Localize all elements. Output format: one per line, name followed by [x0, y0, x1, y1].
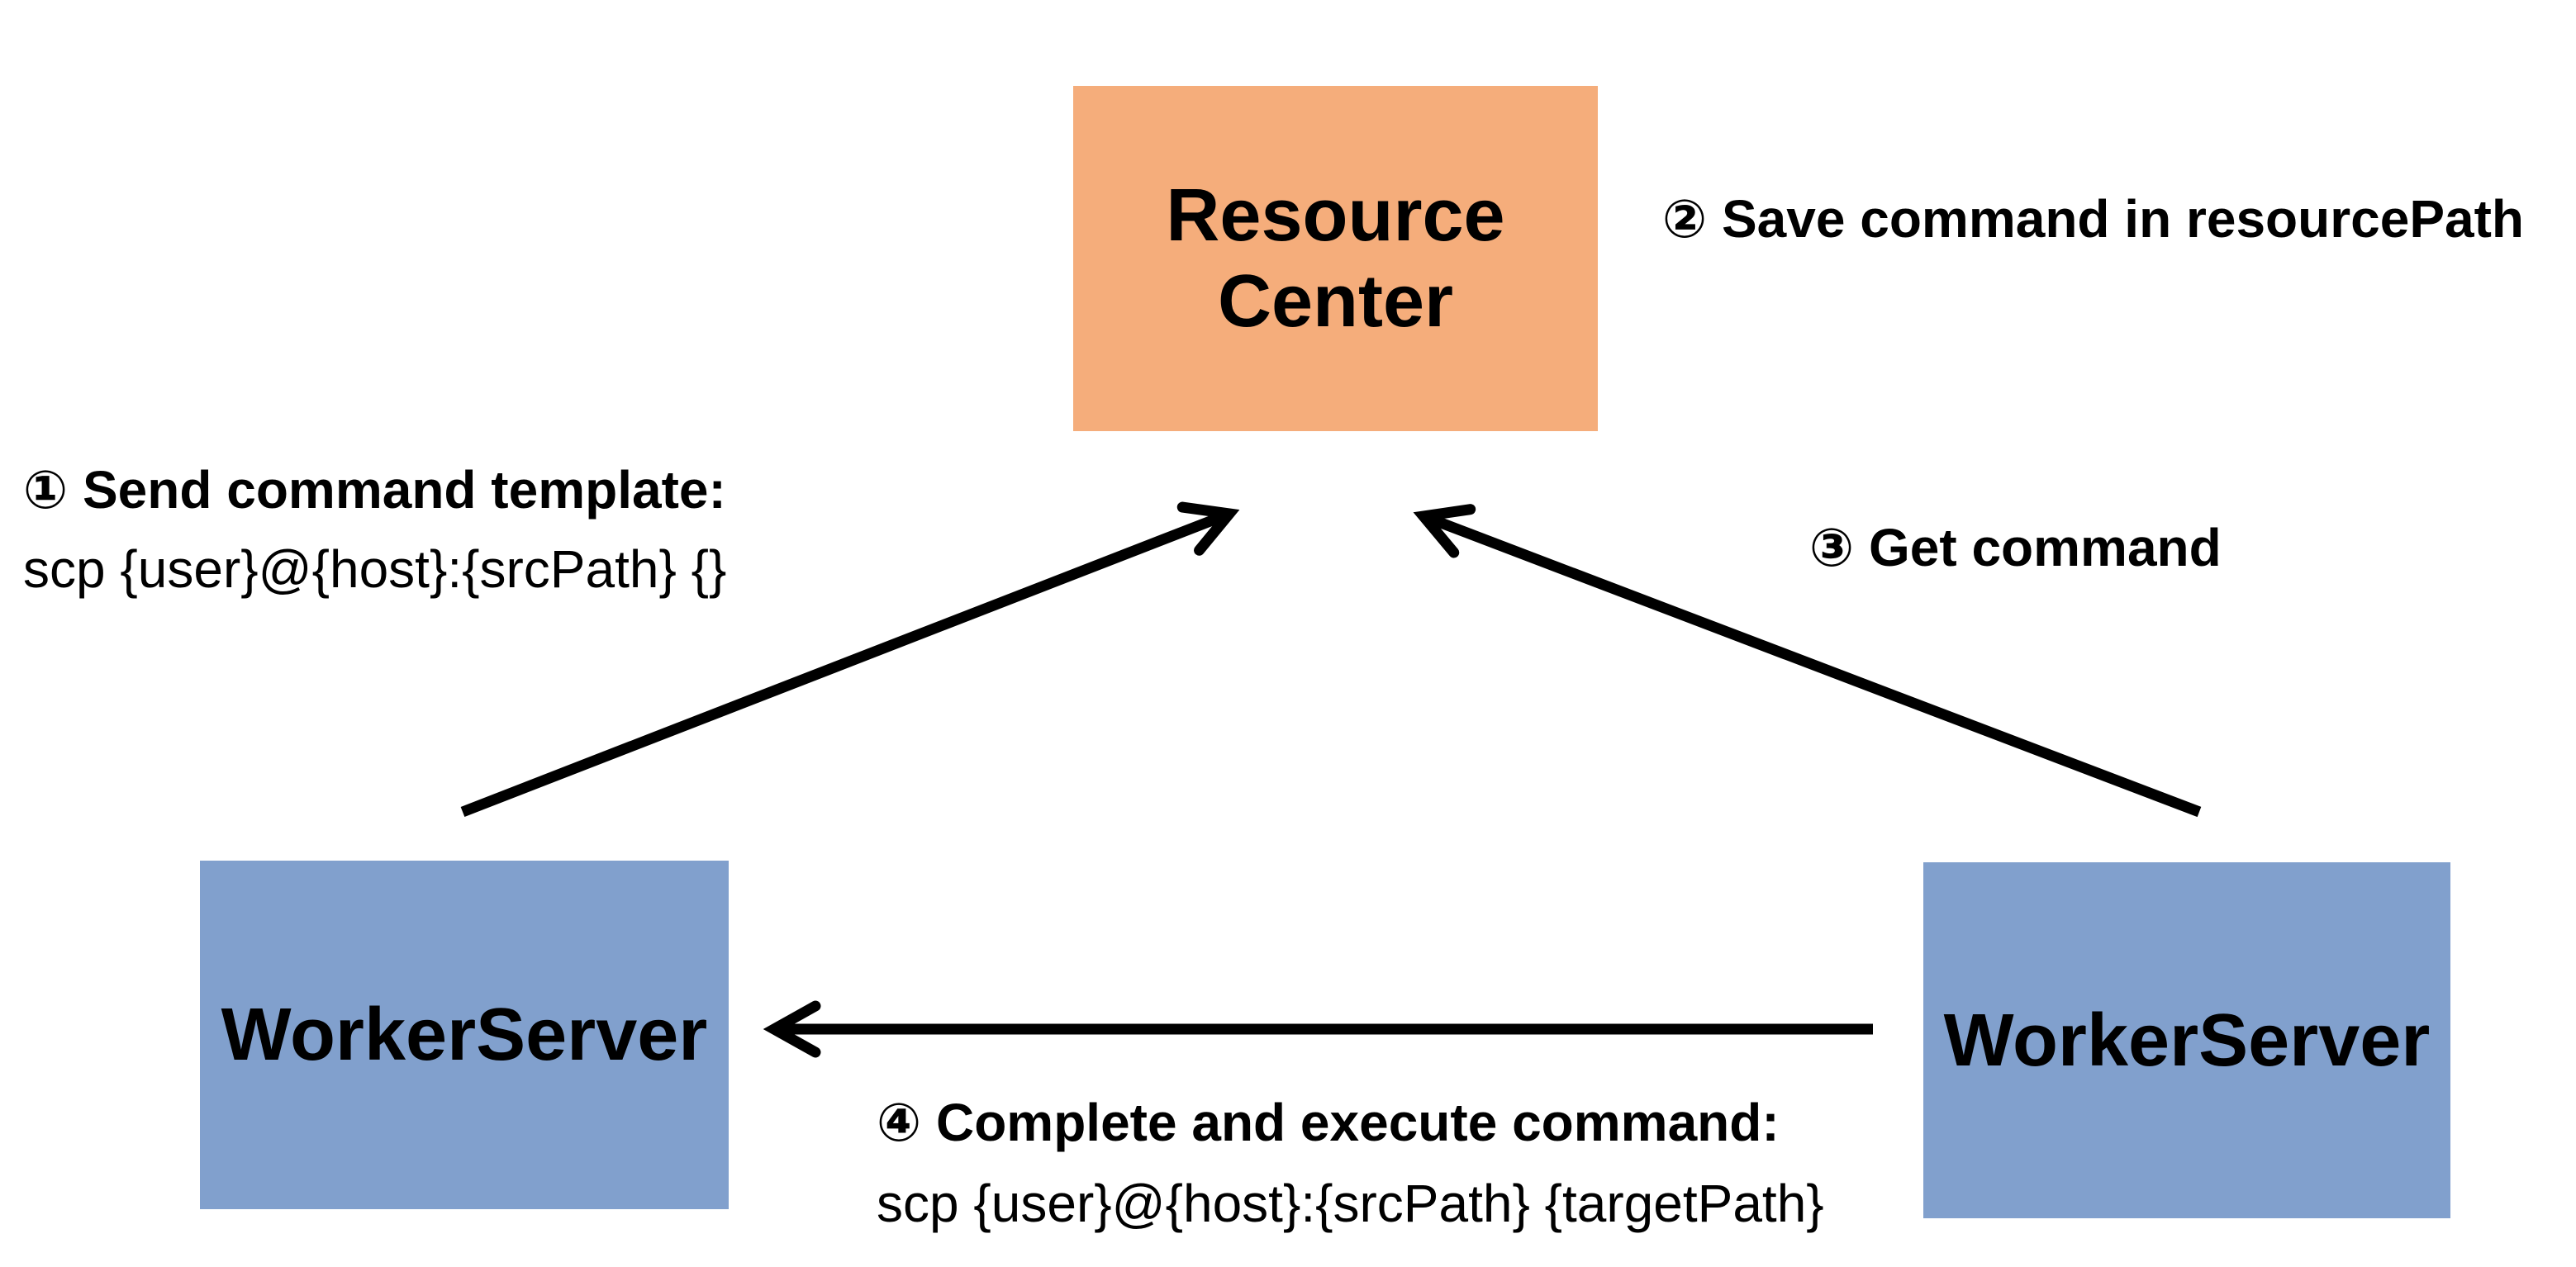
step3-label-block: ③ Get command — [1809, 508, 2222, 587]
step4-label-block: ④ Complete and execute command: scp {use… — [877, 1082, 1824, 1244]
step1-title: ① Send command template: — [23, 460, 726, 520]
step4-title: ④ Complete and execute command: — [877, 1093, 1780, 1152]
step2-title: ② Save command in resourcePath — [1662, 189, 2524, 249]
worker-server-right-label: WorkerServer — [1943, 999, 2431, 1082]
worker-server-left-label: WorkerServer — [221, 994, 708, 1076]
step3-title: ③ Get command — [1809, 518, 2222, 577]
resource-center-node: Resource Center — [1073, 86, 1598, 431]
resource-center-label-line1: Resource — [1166, 174, 1505, 257]
arrow-send-command-template — [460, 501, 1240, 818]
step2-label-block: ② Save command in resourcePath — [1662, 179, 2524, 259]
step1-label-block: ① Send command template: scp {user}@{hos… — [23, 450, 726, 609]
step1-command: scp {user}@{host}:{srcPath} {} — [23, 539, 727, 599]
worker-server-left-node: WorkerServer — [200, 861, 729, 1209]
step4-command: scp {user}@{host}:{srcPath} {targetPath} — [877, 1174, 1824, 1233]
worker-server-right-node: WorkerServer — [1923, 862, 2450, 1218]
resource-center-label-line2: Center — [1217, 260, 1454, 343]
arrow-get-command — [1413, 504, 2202, 818]
